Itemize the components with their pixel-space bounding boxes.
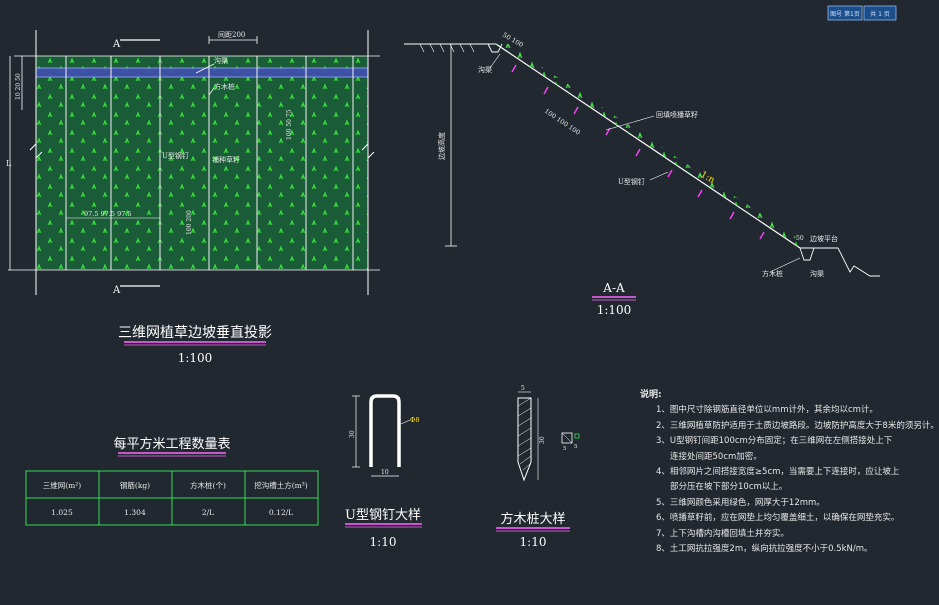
- plan-dim-span: 97.5 97.5 97.5: [84, 210, 132, 218]
- section-stake-label: 方木桩: [762, 269, 783, 278]
- plan-title: 三维网植草边坡垂直投影: [118, 324, 272, 341]
- plan-dim-top: 10 20 50: [15, 73, 22, 100]
- plan-grass-label: 铺种草籽: [212, 155, 240, 164]
- cad-drawing: 图号 第1页 共 1 页 L 10 20 50 A: [6, 5, 897, 549]
- plan-grass-area: [36, 56, 368, 270]
- note-item: 5、三维网颜色采用绿色，网厚大于12mm。: [656, 497, 825, 508]
- u-nail-dim-height: 30: [349, 430, 356, 438]
- table-value-cell: 0.12/L: [269, 508, 293, 517]
- plan-dim-vertical: 100 200: [186, 210, 193, 235]
- note-item: 连接处间距50cm加密。: [670, 451, 762, 462]
- table-header-cell: 三维网(m²): [43, 480, 82, 490]
- stake-dim-height: 30: [539, 436, 546, 444]
- u-nail-dim-width: 10: [381, 469, 389, 476]
- u-nail-title: U型钢钉大样: [345, 508, 421, 523]
- note-item: 4、相邻网片之间搭接宽度≥5cm，当需要上下连接时，应让坡上: [656, 467, 900, 478]
- title-block-cell-1: 图号 第1页: [830, 10, 860, 18]
- u-nail-scale: 1:10: [370, 535, 397, 549]
- stake-dim-top: 5: [521, 385, 525, 392]
- note-item: 2、三维网植草防护适用于土质边坡路段。边坡防护高度大于8米的须另计。: [656, 420, 939, 431]
- table-header-cell: 挖沟槽土方(m³): [254, 480, 308, 490]
- note-item: 部分压在坡下部分10cm以上。: [670, 482, 788, 493]
- quantity-table: 每平方米工程数量表 三维网(m²) 钢筋(kg) 方木桩(个) 挖沟槽土方(m³…: [25, 436, 319, 526]
- plan-top-ditch-band: [36, 68, 368, 77]
- notes-title: 说明:: [640, 390, 662, 400]
- title-block-cell-2: 共 1 页: [870, 10, 890, 18]
- section-u-nail-label: U型钢钉: [618, 177, 645, 186]
- stake-detail: 5 30 5 5 方木桩大样 1:10: [496, 385, 580, 549]
- notes-panel: 说明: 1、图中尺寸除钢筋直径单位以mm计外，其余均以cm计。 2、三维网植草防…: [640, 388, 939, 557]
- note-item: 1、图中尺寸除钢筋直径单位以mm计外，其余均以cm计。: [656, 405, 878, 416]
- note-item: 6、喷播草籽前，应在网垫上均匀覆盖细土，以确保在网垫充实。: [656, 513, 900, 524]
- title-block: 图号 第1页 共 1 页: [827, 5, 897, 21]
- table-value-cell: 2/L: [202, 508, 214, 517]
- stake-title: 方木桩大样: [500, 511, 565, 527]
- stake-shape: [517, 397, 532, 482]
- stake-scale: 1:10: [520, 535, 547, 549]
- note-item: 3、U型钢钉间距100cm分布固定；在三维网在左侧搭接处上下: [656, 436, 893, 447]
- note-item: 7、上下沟槽内沟槽回填土并夯实。: [656, 528, 789, 539]
- u-nail-dim-dia: Φ8: [410, 416, 419, 424]
- plan-dim-right: 100 50 75: [286, 109, 293, 140]
- table-title: 每平方米工程数量表: [113, 436, 230, 452]
- table-header-cell: 钢筋(kg): [120, 480, 150, 490]
- note-item: 8、土工网抗拉强度2m，纵向抗拉强度不小于0.5kN/m。: [656, 544, 873, 555]
- plan-section-mark-top: A: [112, 39, 121, 50]
- section-ditch-bottom-label: 沟渠: [810, 269, 824, 278]
- plan-ditch-label: 沟渠: [214, 56, 228, 65]
- section-title: A-A: [602, 281, 625, 295]
- plan-section-mark-bottom: A: [112, 285, 121, 296]
- section-scale: 1:100: [597, 303, 632, 317]
- section-dim-small: 50: [796, 235, 804, 242]
- plan-scale: 1:100: [178, 351, 213, 365]
- plan-interval-label: 间距200: [218, 31, 245, 39]
- table-header-cell: 方木桩(个): [190, 480, 226, 490]
- table-value-cell: 1.304: [124, 508, 146, 517]
- stake-dim-side: 5: [563, 446, 567, 452]
- table-value-cell: 1.025: [51, 508, 73, 517]
- stake-section: [561, 432, 573, 444]
- u-nail-shape: [369, 394, 401, 467]
- section-view: 边坡高度 50 100 沟渠 100 100 100 回填喷播草籽 U型钢钉 1…: [404, 31, 880, 317]
- section-ditch-top-label: 沟渠: [478, 65, 492, 74]
- stake-dim-section: 5: [574, 444, 578, 450]
- plan-view: L 10 20 50 A A 间距200 沟渠 方木桩 U型钢钉 铺种草籽 10…: [6, 30, 380, 365]
- u-nail-detail: 30 10 Φ8 U型钢钉大样 1:10: [345, 394, 422, 549]
- section-height-label: 边坡高度: [437, 132, 446, 160]
- plan-u-nail-label: U型钢钉: [162, 151, 189, 160]
- section-hydroseed-label: 回填喷播草籽: [656, 110, 698, 119]
- section-platform-label: 边坡平台: [810, 234, 838, 243]
- plan-stake-label: 方木桩: [214, 82, 235, 91]
- plan-dim-L: L: [6, 159, 12, 168]
